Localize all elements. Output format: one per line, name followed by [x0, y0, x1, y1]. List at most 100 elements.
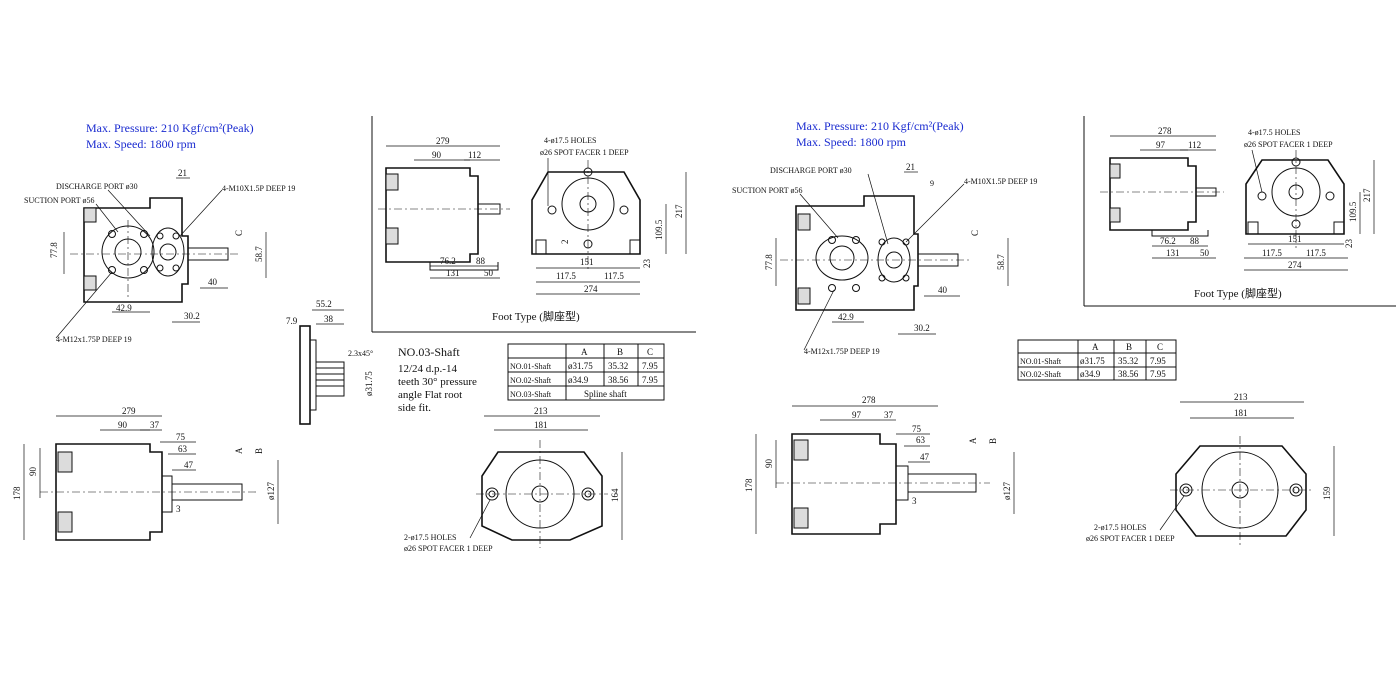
left-side-view: 279 90 37 75 63 47 3 90 178 ø127 A B	[12, 406, 279, 541]
dimension-label: A	[968, 437, 978, 444]
dimension-label: 88	[476, 256, 486, 266]
dimension-label: SUCTION PORT ø56	[24, 196, 95, 205]
dimension-label: 117.5	[1262, 248, 1282, 258]
dimension-label: 7.95	[1150, 356, 1166, 366]
svg-text:C: C	[234, 230, 244, 236]
dimension-label: 30.2	[914, 323, 930, 333]
dimension-label: 9	[930, 179, 934, 188]
dimension-label: 178	[744, 478, 754, 492]
dimension-label: 38.56	[608, 375, 629, 385]
dimension-label: 88	[1190, 236, 1200, 246]
dimension-label: 117.5	[1306, 248, 1326, 258]
dimension-label: 38	[324, 314, 334, 324]
right-flange-view: 213 181 159 2-ø17.5 HOLES ø26 SPOT FACER…	[1086, 392, 1335, 548]
dimension-label: 217	[1362, 188, 1372, 202]
dimension-label: 12/24 d.p.-14	[398, 363, 457, 375]
dimension-label: 2-ø17.5 HOLES	[404, 533, 456, 542]
dimension-label: 4-M10X1.5P DEEP 19	[222, 184, 295, 193]
dimension-label: teeth 30° pressure	[398, 376, 477, 388]
svg-text:77.8: 77.8	[49, 242, 59, 258]
dimension-label: 50	[484, 268, 494, 278]
dimension-label: Spline shaft	[584, 389, 627, 399]
dimension-label: 2	[560, 240, 570, 245]
dimension-label: 4-M10X1.5P DEEP 19	[964, 177, 1037, 186]
dimension-label: 112	[468, 150, 481, 160]
dimension-label: ø127	[1002, 482, 1012, 501]
dimension-label: B	[988, 438, 998, 444]
dimension-label: 4-ø17.5 HOLES	[1248, 128, 1300, 137]
dimension-label: B	[254, 448, 264, 454]
dimension-label: DISCHARGE PORT ø30	[56, 182, 138, 191]
dimension-label: 21	[178, 168, 187, 178]
dimension-label: A	[1092, 342, 1099, 352]
shaft-table-left: A B C NO.01-Shaft ø31.75 35.32 7.95 NO.0…	[507, 343, 665, 401]
dimension-label: 63	[178, 444, 188, 454]
dimension-label: NO.03-Shaft	[398, 345, 460, 359]
dimension-label: 76.2	[440, 256, 456, 266]
dimension-label: ø26 SPOT FACER 1 DEEP	[1086, 534, 1175, 543]
dimension-label: 75	[912, 424, 922, 434]
dimension-label: 181	[534, 420, 548, 430]
dimension-label: 90	[118, 420, 128, 430]
dimension-label: 274	[584, 284, 598, 294]
dimension-label: 42.9	[116, 303, 132, 313]
foot-type-label-left: Foot Type (脚座型)	[492, 309, 580, 323]
dimension-label: 3	[912, 496, 917, 506]
dimension-label: 90	[28, 467, 38, 477]
dimension-label: 151	[1288, 234, 1302, 244]
dimension-label: 181	[1234, 408, 1248, 418]
dimension-label: 76.2	[1160, 236, 1176, 246]
dimension-label: ø31.75	[364, 371, 374, 396]
dimension-label: 90	[432, 150, 442, 160]
dimension-label: 58.7	[996, 254, 1006, 270]
dimension-label: 109.5	[1348, 201, 1358, 222]
dimension-label: 55.2	[316, 299, 332, 309]
dimension-label: 35.32	[1118, 356, 1138, 366]
dimension-label: 117.5	[556, 271, 576, 281]
foot-type-label-right: Foot Type (脚座型)	[1194, 286, 1282, 300]
spline-note: NO.03-Shaft 12/24 d.p.-14 teeth 30° pres…	[398, 345, 477, 414]
dimension-label: ø26 SPOT FACER 1 DEEP	[1244, 140, 1333, 149]
dimension-label: 23	[1344, 239, 1354, 249]
dimension-label: 2.3x45°	[348, 349, 373, 358]
dimension-label: 58.7	[254, 246, 264, 262]
dimension-label: ø31.75	[568, 361, 593, 371]
dimension-label: 178	[12, 486, 22, 500]
dimension-label: SUCTION PORT ø56	[732, 186, 803, 195]
dimension-label: 213	[1234, 392, 1248, 402]
dimension-label: 97	[852, 410, 862, 420]
dimension-label: A	[581, 347, 588, 357]
dimension-label: 131	[446, 268, 460, 278]
max-pressure-right: Max. Pressure: 210 Kgf/cm²(Peak)	[796, 119, 964, 133]
dimension-label: B	[1126, 342, 1132, 352]
dimension-label: 4-ø17.5 HOLES	[544, 136, 596, 145]
dimension-label: NO.01-Shaft	[510, 362, 552, 371]
dimension-label: C	[970, 230, 980, 236]
max-speed-right: Max. Speed: 1800 rpm	[796, 135, 907, 149]
dimension-label: 109.5	[654, 219, 664, 240]
dimension-label: angle Flat root	[398, 389, 462, 401]
dimension-label: 164	[610, 488, 620, 502]
dimension-label: 217	[674, 204, 684, 218]
dimension-label: ø26 SPOT FACER 1 DEEP	[540, 148, 629, 157]
dimension-label: B	[617, 347, 623, 357]
dimension-label: ø31.75	[1080, 356, 1105, 366]
dimension-label: DISCHARGE PORT ø30	[770, 166, 852, 175]
dimension-label: 97	[1156, 140, 1166, 150]
dimension-label: 279	[122, 406, 136, 416]
spline-shaft-view: 55.2 38 7.9 2.3x45° ø31.75	[286, 299, 374, 425]
dimension-label: 47	[920, 452, 930, 462]
dimension-label: 279	[436, 136, 450, 146]
dimension-label: 278	[862, 395, 876, 405]
dimension-label: C	[1157, 342, 1163, 352]
dimension-label: 75	[176, 432, 186, 442]
dimension-label: ø26 SPOT FACER 1 DEEP	[404, 544, 493, 553]
max-pressure-left: Max. Pressure: 210 Kgf/cm²(Peak)	[86, 121, 254, 135]
dimension-label: ø34.9	[1080, 369, 1101, 379]
dimension-label: 7.95	[1150, 369, 1166, 379]
dimension-label: 131	[1166, 248, 1180, 258]
dimension-label: 151	[580, 257, 594, 267]
dimension-label: 35.32	[608, 361, 628, 371]
left-port-view: 77.8 42.9 30.2 40 58.7 21 C DISCHARGE PO…	[24, 168, 295, 344]
